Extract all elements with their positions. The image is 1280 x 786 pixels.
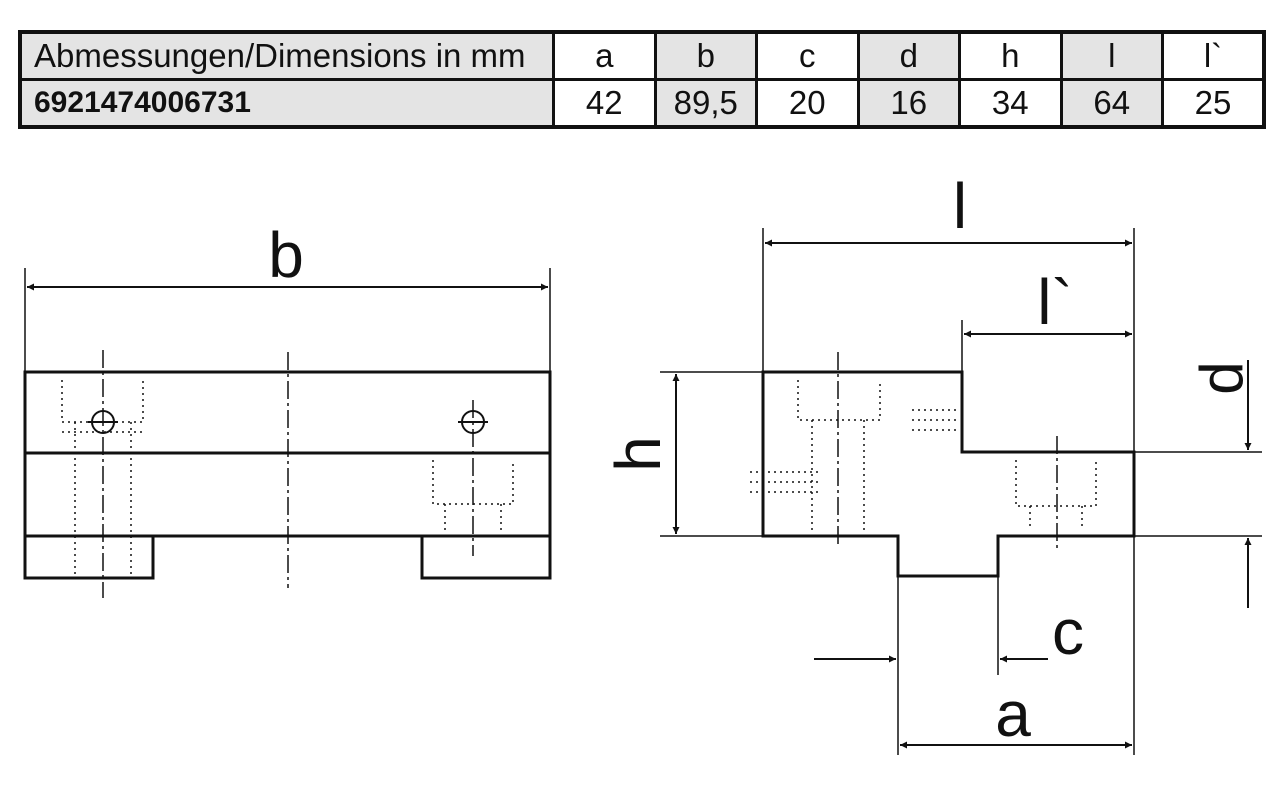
col-header-l-prime: l`: [1161, 30, 1266, 81]
value-d: 16: [856, 78, 961, 129]
table-header-row: Abmessungen/Dimensions in mm a b c d h l…: [18, 30, 1266, 81]
value-l-prime: 25: [1161, 78, 1266, 129]
label-b: b: [268, 219, 304, 291]
front-view: b: [23, 219, 552, 598]
col-header-l: l: [1059, 30, 1164, 81]
label-l-prime: l`: [1037, 266, 1073, 338]
value-a: 42: [552, 78, 657, 129]
value-b: 89,5: [653, 78, 758, 129]
side-view-hidden-lines: [750, 380, 1097, 530]
label-a: a: [995, 678, 1031, 750]
label-h: h: [602, 436, 674, 472]
col-header-c: c: [755, 30, 860, 81]
value-l: 64: [1059, 78, 1164, 129]
label-l: l: [953, 170, 967, 242]
side-view-outline: [761, 370, 1136, 578]
label-d: d: [1188, 361, 1255, 394]
table-row: 6921474006731 42 89,5 20 16 34 64 25: [18, 78, 1266, 129]
value-h: 34: [958, 78, 1063, 129]
col-header-b: b: [653, 30, 758, 81]
side-view: l l` h d c a: [602, 170, 1262, 755]
right-hole-hidden-lines: [432, 460, 514, 530]
col-header-a: a: [552, 30, 657, 81]
label-c: c: [1052, 596, 1084, 668]
col-header-h: h: [958, 30, 1063, 81]
value-c: 20: [755, 78, 860, 129]
left-hole-hidden-lines: [61, 380, 144, 578]
article-number: 6921474006731: [18, 78, 555, 129]
dimensions-table: Abmessungen/Dimensions in mm a b c d h l…: [18, 30, 1266, 129]
table-title: Abmessungen/Dimensions in mm: [18, 30, 555, 81]
col-header-d: d: [856, 30, 961, 81]
